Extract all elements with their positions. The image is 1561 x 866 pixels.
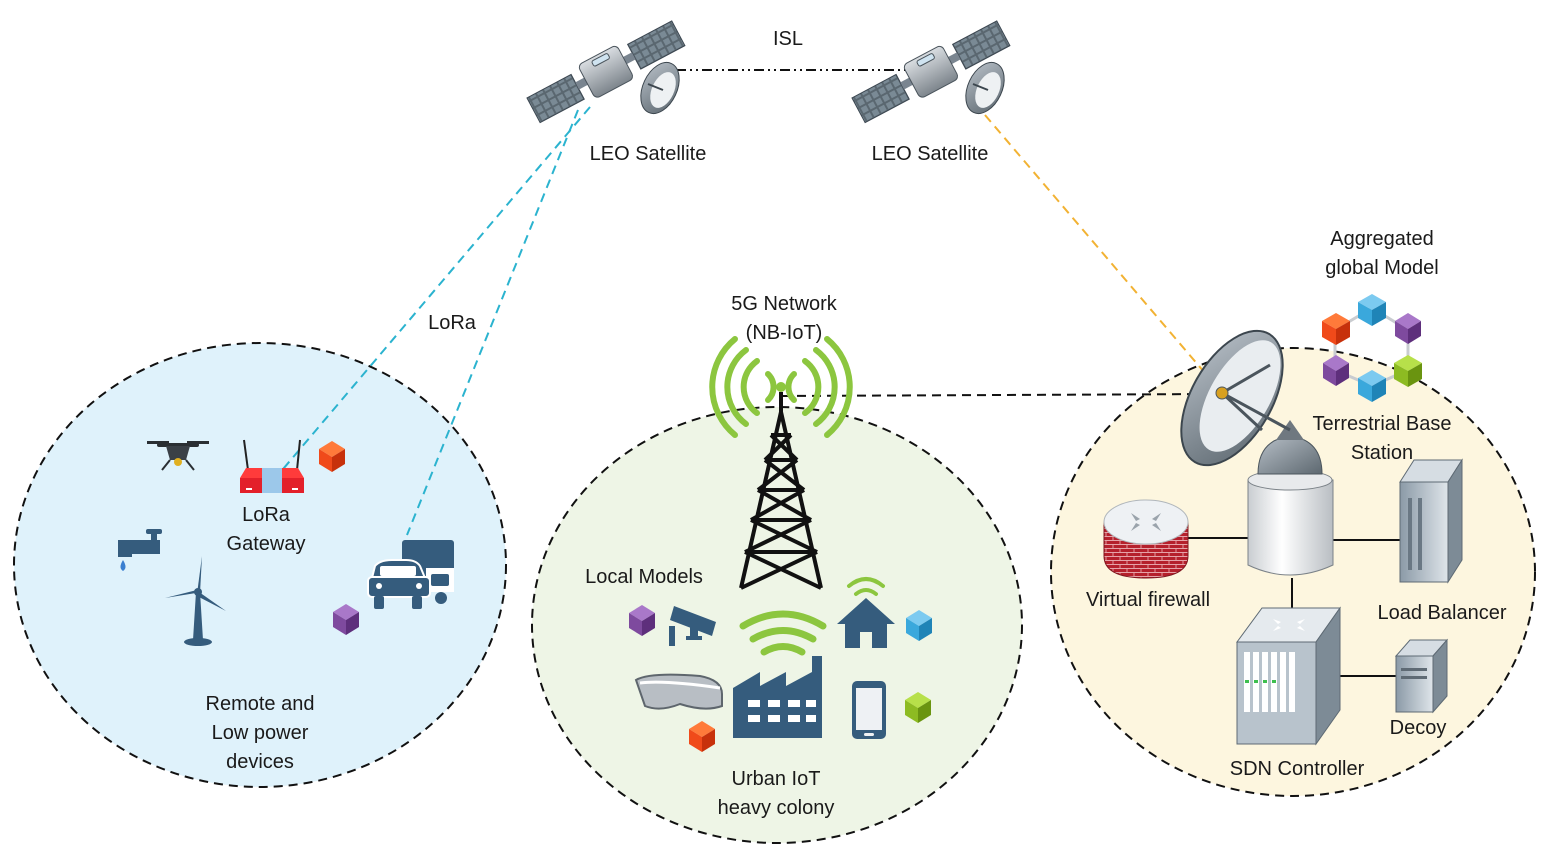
lora-link-label: LoRa xyxy=(428,312,477,334)
wifi-icon xyxy=(739,610,827,656)
load-balancer-label: Load Balancer xyxy=(1378,602,1507,624)
network-5g-label: 5G Network xyxy=(731,293,838,315)
isl-label: ISL xyxy=(773,28,803,50)
remote-devices-label-3: devices xyxy=(226,751,294,773)
leo-satellite-right-label: LEO Satellite xyxy=(872,143,989,165)
cell-tower-icon xyxy=(739,392,823,590)
red-cube-icon xyxy=(689,721,715,752)
drone-icon xyxy=(147,441,209,471)
smartphone-icon xyxy=(852,681,886,739)
red-cube-icon xyxy=(319,441,345,472)
satellite-left-dish-icon xyxy=(640,61,680,115)
virtual-firewall-label: Virtual firewall xyxy=(1086,589,1210,611)
remote-devices-label-1: Remote and xyxy=(206,693,315,715)
urban-iot-zone xyxy=(531,406,1023,844)
purple-cube-icon xyxy=(333,604,359,635)
local-models-label: Local Models xyxy=(585,566,703,588)
network-5g-sublabel: (NB-IoT) xyxy=(746,322,823,344)
urban-iot-sublabel: heavy colony xyxy=(718,797,835,819)
lora-gateway-label: LoRa xyxy=(242,504,291,526)
tower-to-base-link xyxy=(781,393,1223,397)
urban-iot-label: Urban IoT xyxy=(732,768,821,790)
load-balancer-icon xyxy=(1399,458,1463,584)
satellite-ground-link xyxy=(984,114,1223,394)
vr-headset-icon xyxy=(634,673,723,710)
decoy-label: Decoy xyxy=(1390,717,1447,739)
lora-link-gateway xyxy=(277,106,591,476)
sdn-controller-icon xyxy=(1236,606,1341,746)
virtual-firewall-icon xyxy=(1103,499,1189,579)
terrestrial-base-station-sublabel: Station xyxy=(1351,442,1413,464)
terrestrial-base-station-label: Terrestrial Base xyxy=(1313,413,1452,435)
base-station-connectors xyxy=(1186,537,1400,677)
aggregated-model-icon xyxy=(1322,294,1422,402)
lora-gateway-icon xyxy=(240,439,304,493)
security-camera-icon xyxy=(669,606,716,646)
sdn-controller-label: SDN Controller xyxy=(1230,758,1365,780)
aggregated-model-sublabel: global Model xyxy=(1325,257,1438,279)
satellite-left-icon xyxy=(526,20,686,124)
factory-icon xyxy=(733,656,822,738)
remote-devices-label-2: Low power xyxy=(212,722,309,744)
blue-cube-icon xyxy=(906,610,932,641)
water-tap-icon xyxy=(118,529,162,571)
terrestrial-base-station-icon xyxy=(1180,329,1334,576)
decoy-server-icon xyxy=(1394,638,1449,714)
green-cube-icon xyxy=(905,692,931,723)
wind-turbine-icon xyxy=(165,556,226,646)
signal-waves-icon xyxy=(709,336,853,438)
satellite-right-icon xyxy=(851,20,1011,124)
purple-cube-icon xyxy=(629,605,655,636)
vehicle-icon xyxy=(367,540,454,609)
leo-satellite-left-label: LEO Satellite xyxy=(590,143,707,165)
aggregated-model-label: Aggregated xyxy=(1330,228,1433,250)
smart-home-icon xyxy=(837,577,895,648)
satellite-right-dish-icon xyxy=(965,61,1005,115)
remote-devices-zone xyxy=(13,342,507,788)
lora-gateway-sublabel: Gateway xyxy=(227,533,306,555)
lora-link-vehicle xyxy=(406,109,579,536)
diagram-labels: ISL LEO Satellite LEO Satellite LoRa 5G … xyxy=(206,28,1507,819)
